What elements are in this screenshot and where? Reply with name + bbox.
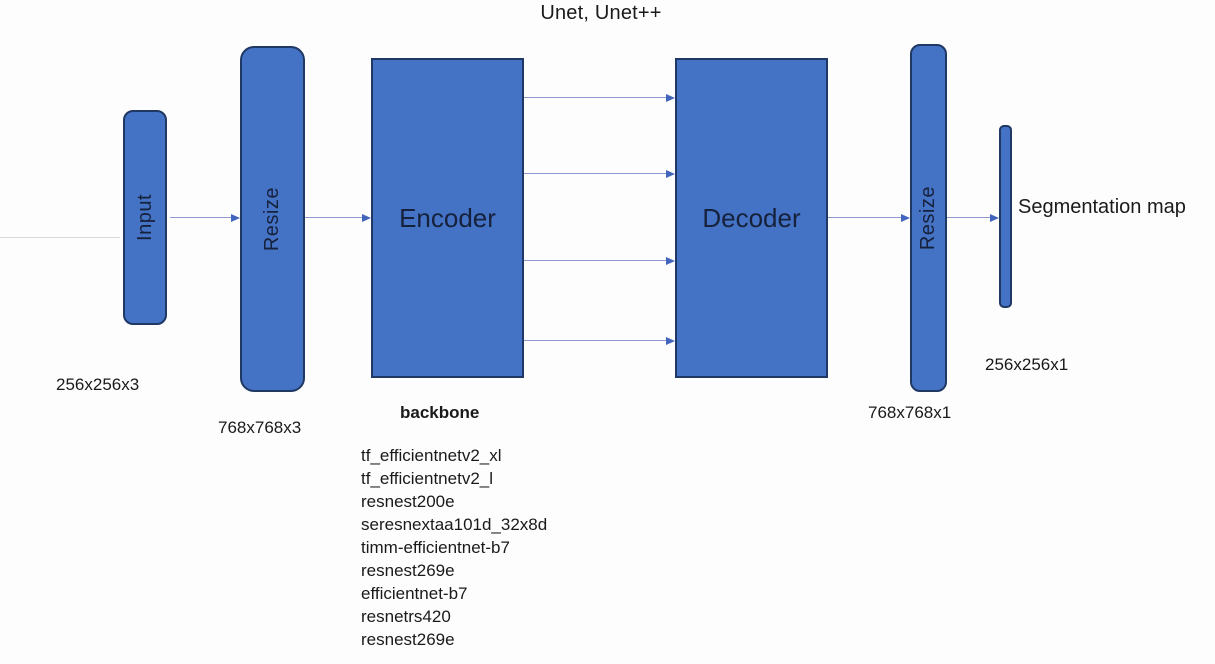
arrowhead-icon	[901, 213, 910, 222]
arrow-line	[524, 96, 666, 99]
dim-label-input: 256x256x3	[56, 375, 140, 394]
arrow-encoder-to-decoder-2	[524, 169, 675, 178]
backbone-item: resnetrs420	[361, 607, 451, 626]
arrow-resize-to-segmap	[947, 213, 999, 222]
arrow-line	[947, 216, 990, 219]
arrowhead-icon	[231, 213, 240, 222]
backbone-item: timm-efficientnet-b7	[361, 538, 510, 557]
resize-out-node: Resize	[910, 44, 947, 392]
dim-label-resize-in: 768x768x3	[218, 418, 302, 437]
arrowhead-icon	[666, 336, 675, 345]
arrow-resize-to-encoder	[305, 213, 371, 222]
dim-label-resize-out: 768x768x1	[868, 403, 952, 422]
arrow-line	[524, 339, 666, 342]
backbone-item: resnest269e	[361, 561, 455, 580]
input-node: Input	[123, 110, 167, 325]
backbone-item: seresnextaa101d_32x8d	[361, 515, 548, 534]
resize-out-node-label: Resize	[917, 185, 939, 251]
decoder-node-label: Decoder	[702, 202, 801, 233]
arrow-encoder-to-decoder-1	[524, 93, 675, 102]
arrow-encoder-to-decoder-3	[524, 256, 675, 265]
arrow-line	[305, 216, 362, 219]
arrow-encoder-to-decoder-4	[524, 336, 675, 345]
backbone-item: tf_efficientnetv2_l	[361, 469, 493, 488]
arrow-line	[828, 216, 901, 219]
backbone-item: resnest269e	[361, 630, 455, 649]
arrow-line	[170, 216, 231, 219]
divider-artifact	[0, 237, 120, 238]
backbone-item: tf_efficientnetv2_xl	[361, 446, 502, 465]
decoder-node: Decoder	[675, 58, 828, 378]
resize-in-node-label: Resize	[261, 186, 283, 252]
arrowhead-icon	[666, 93, 675, 102]
segmentation-map-label: Segmentation map	[1018, 196, 1186, 218]
diagram-title: Unet, Unet++	[540, 2, 662, 24]
backbone-heading: backbone	[400, 403, 480, 422]
arrowhead-icon	[990, 213, 999, 222]
arrowhead-icon	[666, 256, 675, 265]
arrowhead-icon	[666, 169, 675, 178]
arrow-line	[524, 172, 666, 175]
segmentation-map-bar	[999, 125, 1012, 308]
arrow-input-to-resize	[170, 213, 240, 222]
encoder-node: Encoder	[371, 58, 524, 378]
backbone-item: resnest200e	[361, 492, 455, 511]
arrow-decoder-to-resize	[828, 213, 910, 222]
arrowhead-icon	[362, 213, 371, 222]
resize-in-node: Resize	[240, 46, 305, 392]
backbone-item: efficientnet-b7	[361, 584, 468, 603]
encoder-node-label: Encoder	[399, 202, 496, 233]
input-node-label: Input	[133, 194, 156, 241]
arrow-line	[524, 259, 666, 262]
dim-label-output: 256x256x1	[985, 355, 1069, 374]
